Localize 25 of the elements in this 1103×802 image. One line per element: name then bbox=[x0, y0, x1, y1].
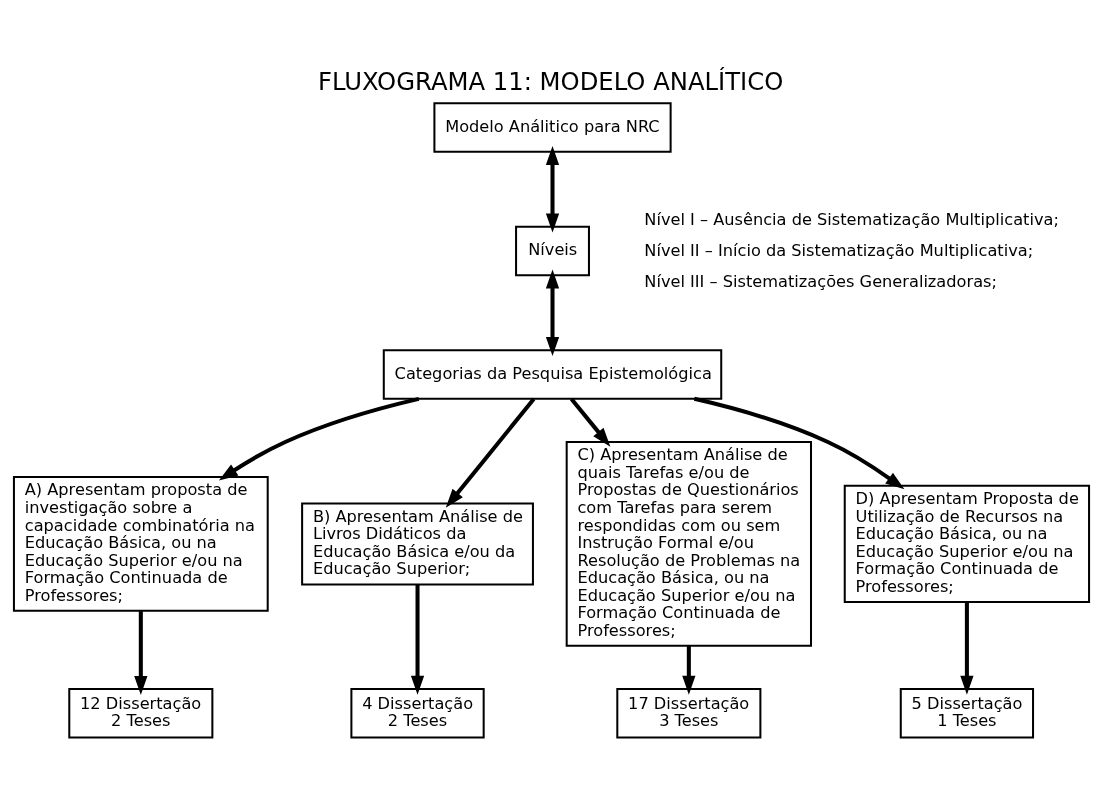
arrow bbox=[545, 145, 560, 233]
arrow bbox=[218, 396, 420, 480]
arrow bbox=[960, 601, 974, 695]
arrow bbox=[693, 396, 905, 489]
node-box: Categorias da Pesquisa Epistemológica bbox=[382, 348, 723, 400]
node-box: D) Apresentam Proposta de Utilização de Recursos na Educação Básica, ou na Educação Superior e/ou na Formação Continuada de Professores; bbox=[843, 484, 1091, 603]
node-box: 17 Dissertação 3 Teses bbox=[616, 687, 762, 739]
node-box: B) Apresentam Análise de Livros Didáticos da Educação Básica e/ou da Educação Superior; bbox=[301, 501, 534, 585]
node-box: Modelo Análitico para NRC bbox=[433, 101, 672, 153]
node-box: C) Apresentam Análise de quais Tarefas e/ou de Propostas de Questionários com Tarefas para serem respondidas com ou sem Instrução Formal e/ou Resolução de Problemas na Educação Básica, ou na Educação Superior e/ou na Formação Continuada de Professores; bbox=[565, 440, 812, 647]
arrow bbox=[445, 397, 536, 508]
node-label: Nível I – Ausência de Sistematização Multiplicativa; bbox=[644, 209, 1059, 229]
node-label: Nível II – Início da Sistematização Multiplicativa; bbox=[644, 240, 1034, 260]
node-box: 5 Dissertação 1 Teses bbox=[899, 687, 1035, 739]
node-box: 4 Dissertação 2 Teses bbox=[350, 687, 485, 739]
node-box: A) Apresentam proposta de investigação sobre a capacidade combinatória na Educação Básica, ou na Educação Superior e/ou na Formação Continuada de Professores; bbox=[12, 475, 269, 612]
arrow bbox=[569, 397, 611, 447]
arrow bbox=[410, 584, 425, 695]
node-box: 12 Dissertação 2 Teses bbox=[68, 687, 214, 739]
node-box: Níveis bbox=[515, 225, 590, 276]
arrow bbox=[545, 269, 560, 356]
diagram-title: FLUXOGRAMA 11: MODELO ANALÍTICO bbox=[317, 66, 784, 96]
arrow bbox=[682, 645, 696, 695]
arrow bbox=[134, 610, 148, 695]
node-label: Nível III – Sistematizações Generalizadoras; bbox=[644, 271, 997, 291]
